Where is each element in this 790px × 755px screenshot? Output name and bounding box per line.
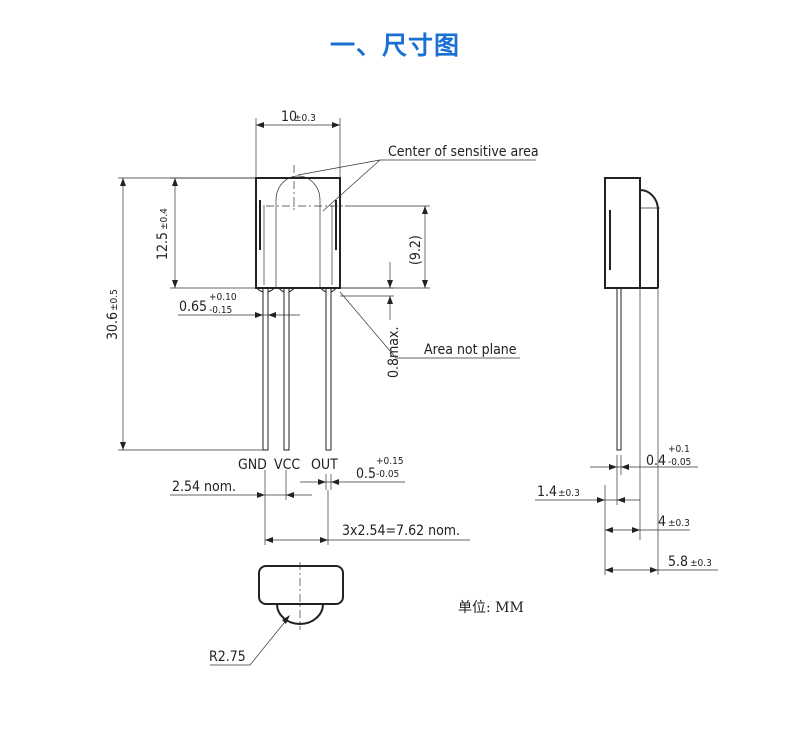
side-pin-label: 0.4 [646,453,666,469]
width-label: 10 [281,109,297,125]
pin-thick-minus: -0.05 [376,469,399,480]
top-lens-outline [276,603,324,625]
pin-vcc-label: VCC [274,457,300,473]
pin-thick-label: 0.5 [356,466,376,482]
side-total-tolerance: ±0.3 [690,558,712,569]
width-tolerance: ±0.3 [294,113,316,124]
front-pins [256,287,337,451]
pin-vcc-lead [283,287,290,451]
pin-gnd-label: GND [238,457,267,473]
pin-out-lead [325,287,332,451]
height-body-label: 12.5 [155,232,171,260]
pin-width-plus: +0.10 [209,292,237,303]
top-view: R2.75 [209,562,344,666]
unit-label: 单位: MM [458,600,524,616]
pin-width-label: 0.65 [179,299,207,315]
side-depth-tolerance: ±0.3 [668,518,690,529]
top-body-outline [258,565,344,605]
total-height-tolerance: ±0.5 [109,289,120,311]
center-sensitive-label: Center of sensitive area [388,144,539,160]
span-label: 3x2.54=7.62 nom. [342,523,460,539]
pin-gnd-lead [262,287,269,451]
pin-width-minus: -0.15 [209,305,232,316]
side-total-label: 5.8 [668,554,688,570]
area-not-plane-label: Area not plane [424,342,517,358]
side-pin-lead [616,287,622,451]
front-lens-outline [275,175,321,288]
side-offset-label: 1.4 [537,484,557,500]
sensor-height-label: (9.2) [408,235,424,265]
pitch-label: 2.54 nom. [172,479,236,495]
side-view: 0.4 +0.1 -0.05 1.4 ±0.3 4 ±0.3 5.8 ±0.3 [535,177,718,575]
pin-out-label: OUT [311,457,338,473]
side-pin-plus: +0.1 [668,444,690,455]
side-pin-minus: -0.05 [668,457,691,468]
max-gap-label: 0.8max. [386,327,402,378]
height-body-tolerance: ±0.4 [159,208,170,230]
side-depth-label: 4 [658,514,666,530]
page-title: 一、尺寸图 [329,31,460,60]
front-body-outline [255,177,341,289]
front-view: 10 ±0.3 Center of sensitive area 12.5 ±0… [105,109,539,545]
pin-thick-plus: +0.15 [376,456,404,467]
radius-label: R2.75 [209,649,246,665]
side-lens-outline [639,189,659,288]
total-height-label: 30.6 [105,312,121,340]
side-offset-tolerance: ±0.3 [558,488,580,499]
